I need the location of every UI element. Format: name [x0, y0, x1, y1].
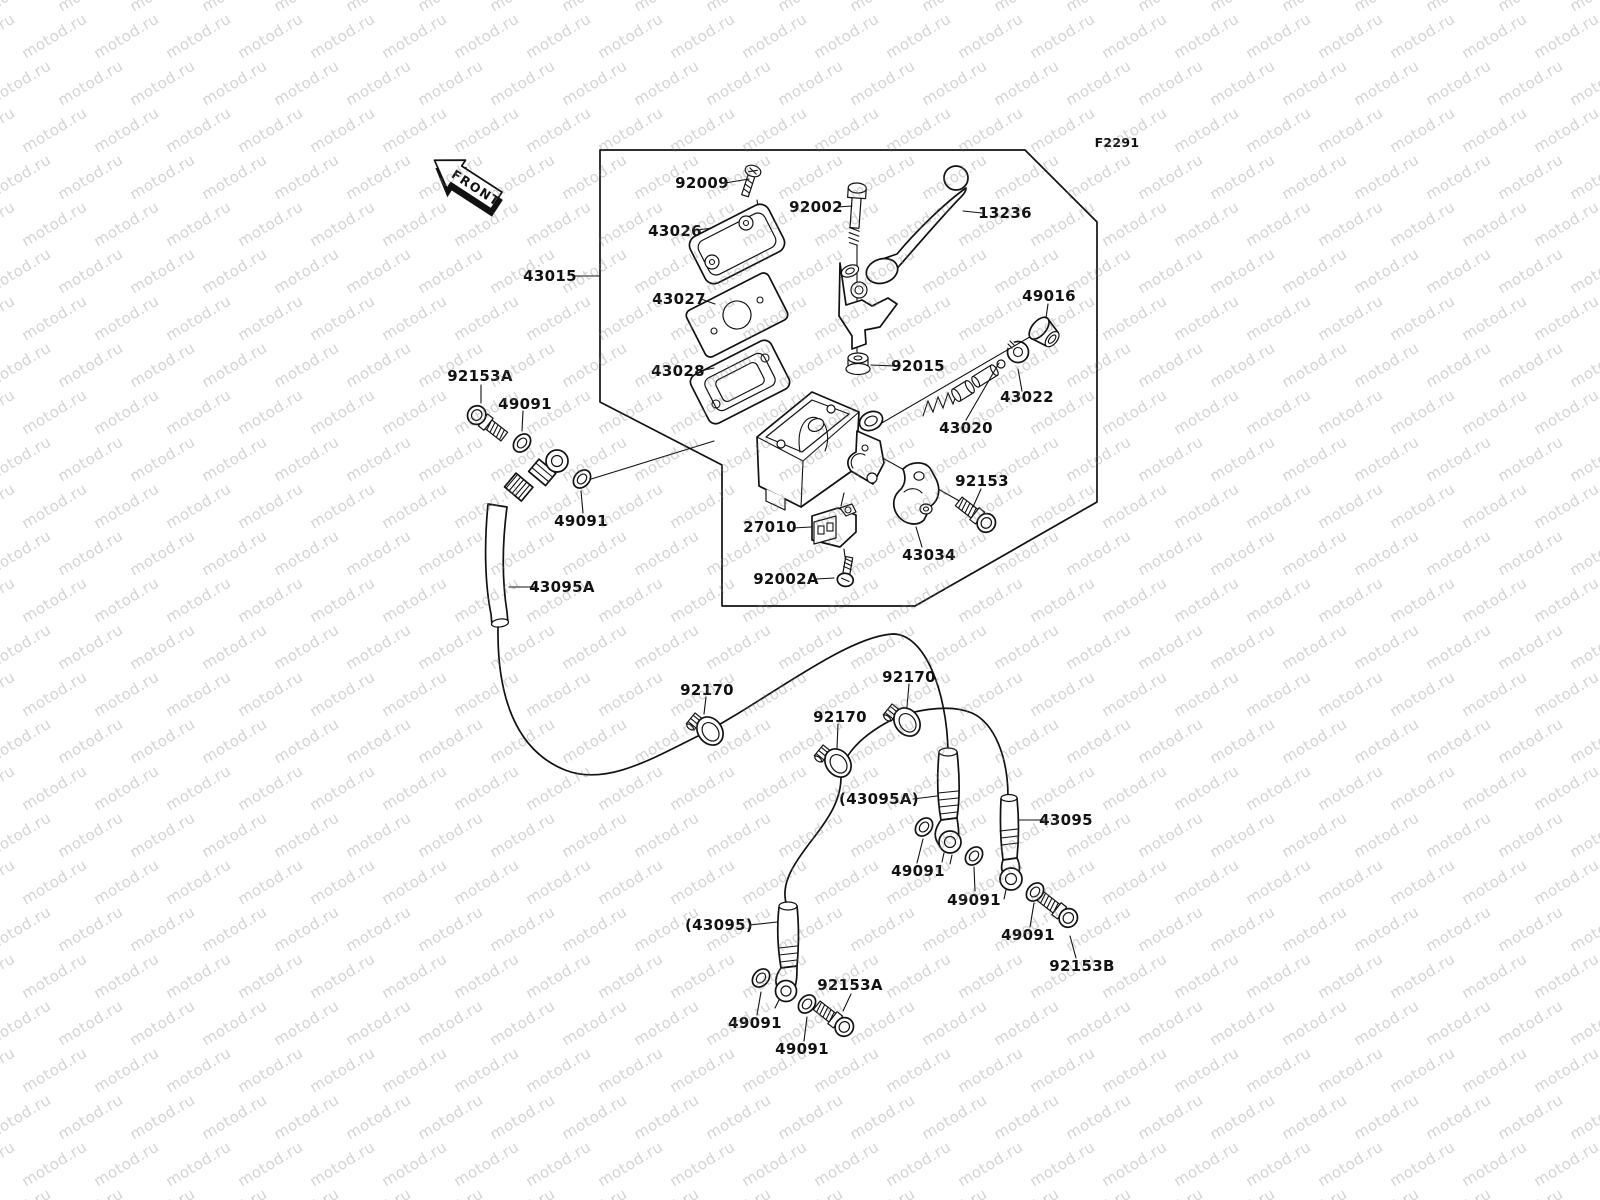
- part-label-43028: 43028: [651, 362, 705, 380]
- part-label-92153b: 92153B: [1049, 957, 1114, 975]
- cap-43026-drawing: [688, 203, 786, 285]
- part-label-92153a-lower: 92153A: [817, 976, 883, 994]
- hose-43095a-mid-tube-drawing: [934, 747, 962, 865]
- part-label-49091-b2: 49091: [947, 891, 1001, 909]
- hose-43095-bottom-tube-drawing: [774, 901, 800, 1009]
- part-label-92153a-upper: 92153A: [447, 367, 513, 385]
- clip-43022-drawing: [1001, 335, 1030, 364]
- clamp-92170-2-drawing: [813, 744, 852, 778]
- part-label-43015: 43015: [523, 267, 577, 285]
- part-label-27010: 27010: [743, 518, 797, 536]
- part-label-92170-3: 92170: [882, 668, 936, 686]
- enclosure-outline: [599, 149, 1098, 607]
- part-label-49091-u1: 49091: [498, 395, 552, 413]
- washer-49091-b5-drawing: [797, 994, 817, 1014]
- clamp-92170-1-drawing: [685, 712, 724, 746]
- piston-43020-drawing: [922, 359, 1006, 417]
- bolt-92002-drawing: [847, 182, 867, 246]
- figure-code: F2291: [1095, 135, 1140, 150]
- part-label-43034: 43034: [902, 546, 956, 564]
- washer-49091-b2-drawing: [964, 846, 984, 866]
- gasket-43028-drawing: [689, 339, 791, 425]
- front-arrow-body: [433, 159, 503, 210]
- front-arrow: FRONT: [433, 159, 503, 217]
- bolt-92153a-upper-drawing: [466, 404, 509, 442]
- part-label-92009: 92009: [675, 174, 729, 192]
- clamp-43034-drawing: [892, 462, 940, 525]
- part-label-43095-ref: (43095): [685, 916, 753, 934]
- switch-27010-drawing: [811, 503, 857, 548]
- part-label-43027: 43027: [652, 290, 706, 308]
- hose-branch-curve: [784, 707, 1009, 907]
- part-label-49016: 49016: [1022, 287, 1076, 305]
- part-label-92002a: 92002A: [753, 570, 819, 588]
- part-label-43020: 43020: [939, 419, 993, 437]
- part-label-43026: 43026: [648, 222, 702, 240]
- part-label-92170-2: 92170: [813, 708, 867, 726]
- hose-43095-right-tube-drawing: [999, 793, 1023, 900]
- washer-49091-b4-drawing: [751, 968, 771, 988]
- part-label-92002: 92002: [789, 198, 843, 216]
- lever-13236-drawing: [838, 165, 969, 350]
- screw-92002a-drawing: [836, 555, 855, 588]
- part-label-49091-u2: 49091: [554, 512, 608, 530]
- nut-92015-drawing: [845, 352, 871, 376]
- part-label-43095: 43095: [1039, 811, 1093, 829]
- washer-49091-u1-drawing: [512, 433, 532, 453]
- leader-lines: [480, 178, 1077, 1042]
- part-label-13236: 13236: [978, 204, 1032, 222]
- hose-loop-curve: [497, 626, 949, 776]
- boot-49016-drawing: [1028, 316, 1060, 348]
- part-labels: F2291 92009 43026 92002 13236 43015 4302…: [447, 135, 1139, 1058]
- screw-92009-drawing: [741, 164, 762, 198]
- part-label-92170-1: 92170: [680, 681, 734, 699]
- washer-49091-u2-drawing: [572, 469, 592, 489]
- hose-43095a-upper-tube-drawing: [484, 449, 569, 628]
- part-label-92153: 92153: [955, 472, 1009, 490]
- washer-49091-b1-drawing: [914, 817, 934, 837]
- bolt-92153a-lower-drawing: [812, 1000, 855, 1038]
- part-label-43022: 43022: [1000, 388, 1054, 406]
- part-label-49091-b3: 49091: [1001, 926, 1055, 944]
- part-label-49091-b1: 49091: [891, 862, 945, 880]
- bolt-92153-drawing: [954, 496, 997, 534]
- washer-49091-b3-drawing: [1025, 882, 1045, 902]
- part-label-49091-b4: 49091: [728, 1014, 782, 1032]
- part-label-43095a: 43095A: [529, 578, 595, 596]
- bolt-92153b-drawing: [1036, 891, 1079, 929]
- clamp-92170-3-drawing: [882, 703, 921, 737]
- part-label-43095a-ref: (43095A): [839, 790, 919, 808]
- reservoir-body-drawing: [756, 391, 885, 511]
- plate-43027-drawing: [685, 272, 789, 358]
- part-label-92015: 92015: [891, 357, 945, 375]
- part-label-49091-b5: 49091: [775, 1040, 829, 1058]
